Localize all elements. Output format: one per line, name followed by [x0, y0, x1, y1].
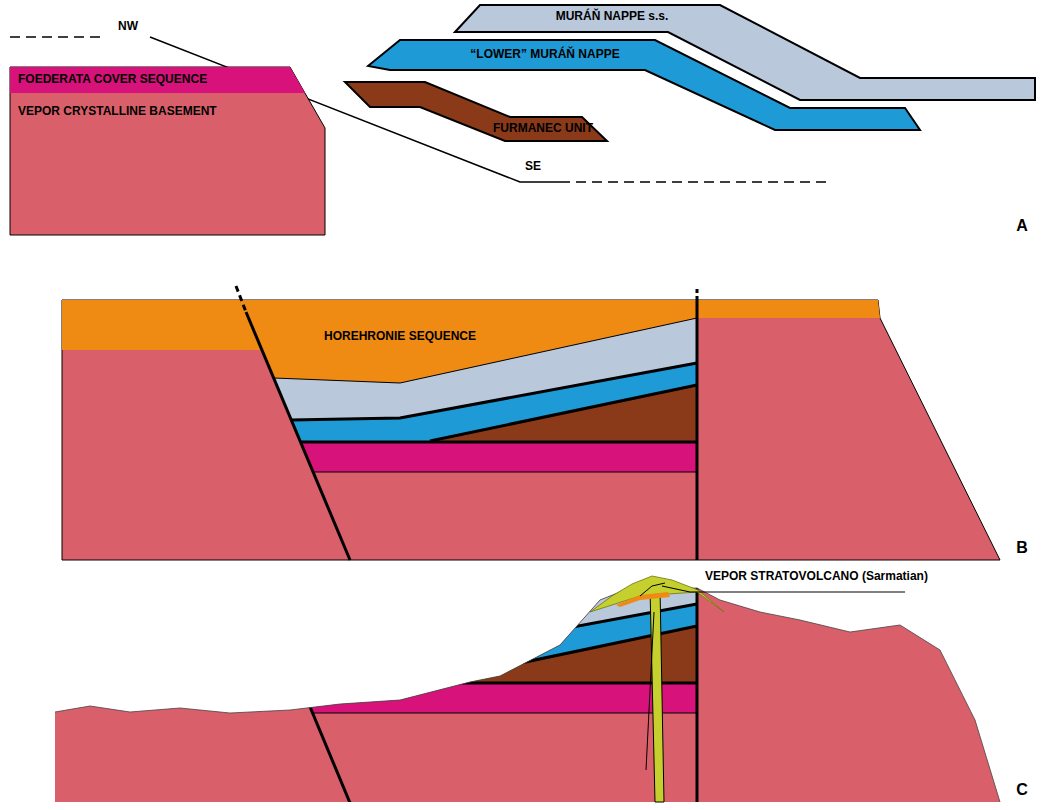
nappe-layer	[291, 604, 697, 682]
fault-line	[696, 300, 699, 560]
unit-label: VEPOR STRATOVOLCANO (Sarmatian)	[705, 570, 928, 584]
fault-dashed	[696, 289, 699, 300]
thrust-line	[300, 682, 697, 685]
unit-band	[345, 82, 607, 141]
volcano-cone	[590, 576, 724, 612]
land-surface	[55, 588, 1000, 802]
nappe-label: MURÁŇ NAPPE s.s.	[556, 10, 669, 24]
unit-layer	[430, 385, 697, 442]
basement-block	[10, 67, 325, 235]
sequence-remnant	[616, 592, 670, 607]
basement-block	[0, 541, 1041, 810]
unit-label: HOREHRONIE SEQUENCE	[324, 330, 476, 344]
contact-line	[313, 472, 697, 473]
cover-layer	[300, 683, 697, 713]
panel-letter: C	[1016, 781, 1028, 799]
unit-label: FOEDERATA COVER SEQUENCE	[18, 73, 207, 87]
fault-line	[246, 312, 350, 560]
panel-letter: B	[1016, 539, 1028, 557]
unit-label: FURMANEC UNIT	[493, 122, 593, 136]
volcanic-dike	[646, 612, 654, 770]
thrust-line	[300, 441, 697, 444]
fault-line	[246, 553, 370, 810]
thrust-line	[430, 385, 697, 441]
panel-b	[62, 286, 1000, 560]
cover-layer	[300, 442, 697, 472]
thrust-trace-dashed	[10, 36, 105, 38]
panel-a	[10, 5, 1035, 235]
panel-letter: A	[1016, 217, 1028, 235]
vent-line	[640, 583, 665, 596]
fault-dashed	[236, 286, 246, 312]
fault-line	[696, 541, 699, 810]
leader-line	[662, 586, 905, 592]
thrust-trace-dashed	[560, 181, 830, 183]
nappe-label: “LOWER” MURÁŇ NAPPE	[470, 48, 619, 62]
direction-label: NW	[118, 20, 138, 34]
panel-c	[0, 541, 1041, 810]
contact-line	[313, 713, 697, 714]
basement-block	[62, 300, 1000, 560]
nappe-layer	[291, 363, 697, 441]
thrust-line	[291, 604, 697, 661]
unit-label: VEPOR CRYSTALLINE BASEMENT	[18, 105, 217, 119]
direction-label: SE	[525, 160, 541, 174]
volcanic-conduit	[650, 588, 664, 802]
thrust-line	[291, 363, 697, 420]
cover-band	[10, 67, 305, 93]
